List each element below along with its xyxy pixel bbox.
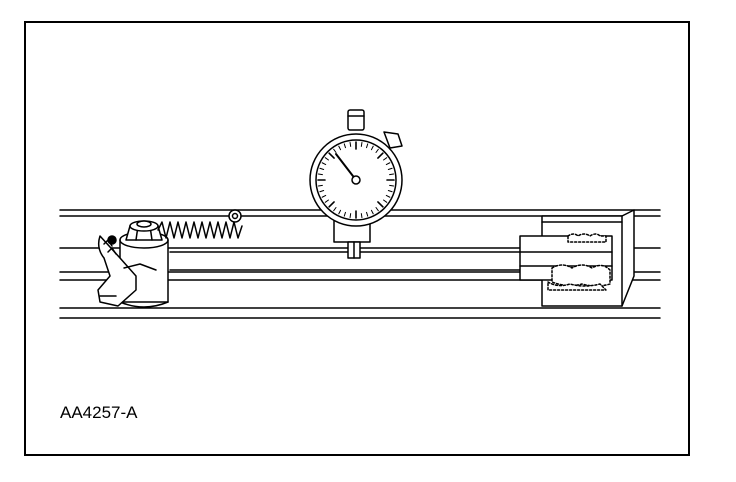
dial-tick [319,167,325,170]
dial-tick [343,211,346,217]
dial-tick [343,143,346,149]
dial-tick [333,148,337,153]
dial-tick [338,145,342,151]
dial-tick [349,141,352,147]
dial-tick [385,162,391,166]
dial-tick [333,207,337,212]
dial-tick [387,190,393,193]
dial-tick [366,143,369,149]
dial-tick [387,167,393,170]
dial-tick [383,199,388,203]
dial-tick [321,162,327,166]
dial-tick [383,157,388,161]
dial-tick [324,157,329,161]
dial-tick [375,148,379,153]
dial-tick [370,145,374,151]
dial-tick [360,141,363,147]
dial-tick [319,190,325,193]
dial-graduations [317,141,395,219]
guide-block-icon [519,209,635,307]
dial-indicator-icon [309,109,403,259]
figure-reference-code: AA4257-A [60,403,138,422]
dial-tick [385,194,391,198]
dial-tick [366,211,369,217]
dial-tick [349,213,352,219]
dial-tick [360,213,363,219]
dial-tick [321,194,327,198]
dial-tick [389,173,395,176]
dial-tick [370,209,374,215]
dial-tick [324,199,329,203]
spring-icon [157,209,243,239]
dial-tick [377,201,384,208]
dial-tick [328,201,335,208]
dial-tick [338,209,342,215]
dial-tick [377,152,384,159]
magnetic-base-icon [97,220,169,308]
dial-tick [375,207,379,212]
dial-tick [317,173,323,176]
dial-tick [389,184,395,187]
dial-tick [317,184,323,187]
dial-tick [328,152,335,159]
shaft-rod [169,251,521,271]
